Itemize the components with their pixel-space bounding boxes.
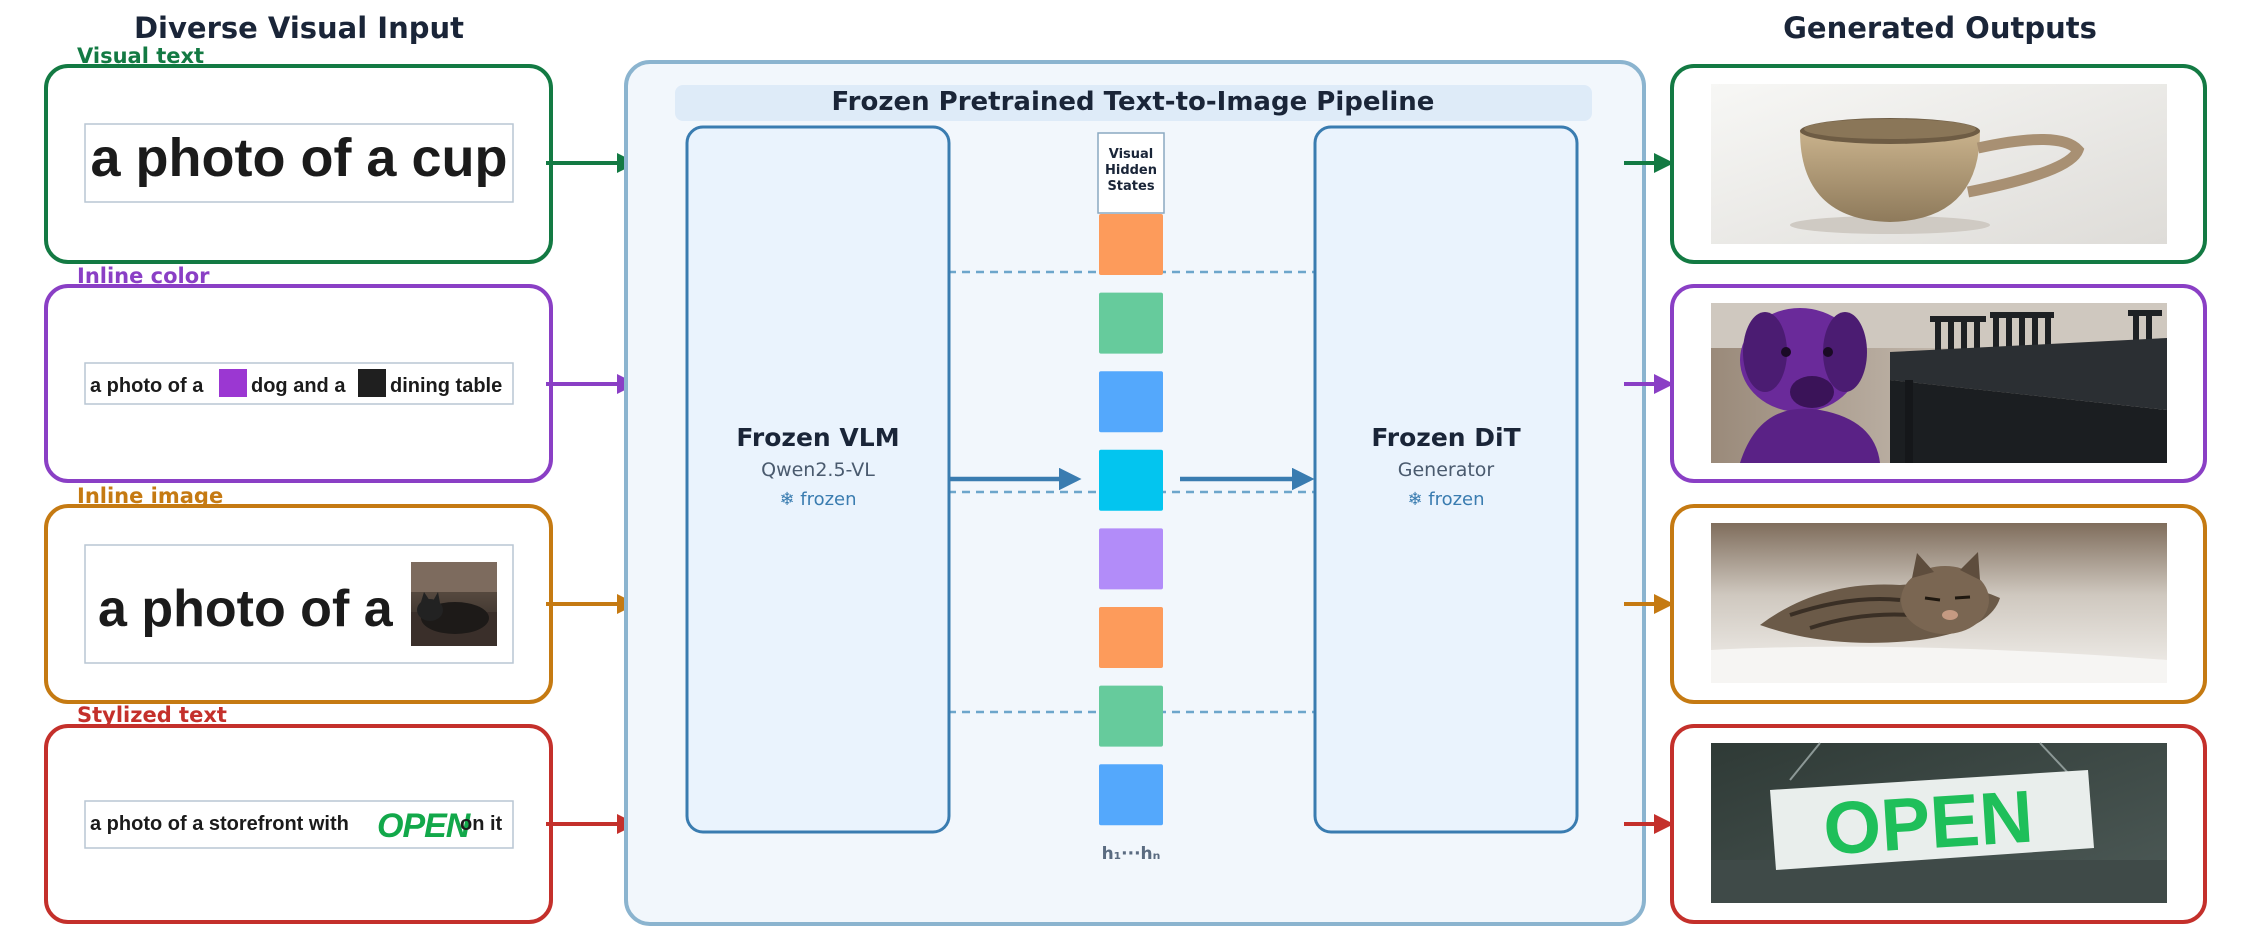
output-image-dog [1711,303,2167,463]
hidden-state-token-7 [1099,685,1163,747]
inline-cat-image [411,562,497,646]
prompt-text-inline-color-part2: dog and a [251,375,346,397]
hidden-state-token-4 [1099,449,1163,511]
hidden-state-token-1 [1099,214,1163,275]
output-image-cup [1711,84,2167,244]
input-label-stylized-text: Stylized text [77,703,227,727]
prompt-text-visual-text: a photo of a cup [91,128,508,188]
prompt-box-visual-text [84,123,514,203]
prompt-text-stylized-part2: on it [460,813,503,835]
dit-name: Frozen DiT [1371,423,1520,452]
inline-color-swatch-purple [219,369,247,397]
stylized-open-word: OPEN [377,807,472,845]
vlm-model: Qwen2.5-VL [761,459,875,481]
hidden-state-token-3 [1099,371,1163,433]
prompt-box-stylized-text [84,800,514,849]
prompt-text-inline-image: a photo of a [98,580,394,638]
vlm-name: Frozen VLM [736,423,899,452]
hidden-states-label-line2: Hidden [1105,163,1157,178]
output-image-cat [1711,523,2167,683]
prompt-text-inline-color-part3: dining table [390,375,502,397]
pipeline-title-bar [675,85,1592,121]
pipeline-title: Frozen Pretrained Text-to-Image Pipeline [832,87,1435,117]
hidden-states-footer: h₁···hₙ [1102,844,1161,864]
prompt-box-inline-color [84,362,514,405]
hidden-states-header-box [1097,132,1165,214]
prompt-text-inline-color-part1: a photo of a [90,375,204,397]
dit-role: Generator [1398,459,1495,481]
hidden-state-token-6 [1099,607,1163,668]
hidden-states-label-line3: States [1107,179,1154,194]
hidden-state-token-2 [1099,292,1163,354]
hidden-state-token-5 [1099,528,1163,590]
hidden-states-label-line1: Visual [1109,147,1154,162]
output-image-open-sign: OPEN [1711,742,2167,903]
vlm-frozen-status: ❄ frozen [779,489,856,510]
inline-color-swatch-black [358,369,386,397]
prompt-text-stylized-part1: a photo of a storefront with [90,813,349,835]
dit-frozen-status: ❄ frozen [1407,489,1484,510]
svg-text:OPEN: OPEN [1821,774,2036,870]
hidden-state-tokens [1099,214,1163,826]
left-column-header: Diverse Visual Input [134,11,464,45]
right-column-header: Generated Outputs [1783,11,2097,45]
hidden-state-token-8 [1099,764,1163,826]
dit-module [1313,125,1579,834]
